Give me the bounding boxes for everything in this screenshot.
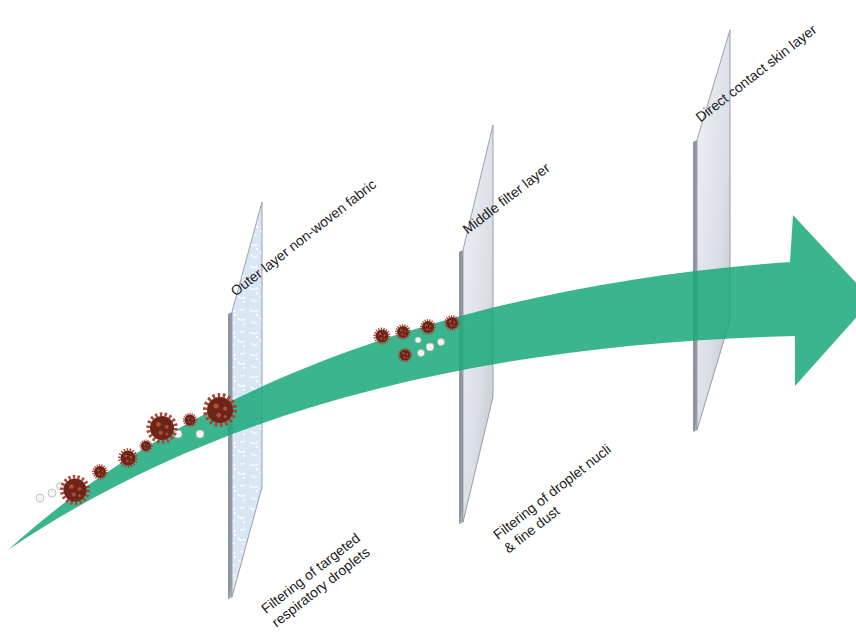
panel-edge	[228, 312, 232, 599]
layer-function: Filtering of targeted respiratory drople…	[258, 512, 397, 631]
dust-particle	[196, 430, 204, 438]
mask-layer: Outer layer non-woven fabricFiltering of…	[226, 196, 268, 603]
virus-particle	[140, 440, 152, 452]
dust-particle	[426, 343, 434, 351]
layer-panel-shape	[457, 119, 499, 528]
virus-particle	[375, 329, 390, 344]
layer-name: Outer layer non-woven fabric	[228, 176, 380, 300]
virus-particle	[184, 414, 197, 427]
dust-particle	[57, 483, 64, 490]
virus-particle	[148, 414, 176, 442]
layer-name: Middle filter layer	[460, 159, 554, 238]
panel-face	[463, 125, 493, 522]
virus-particle	[445, 316, 459, 330]
virus-particle	[421, 320, 435, 334]
layer-name: Direct contact skin layer	[693, 21, 821, 126]
dust-particle	[438, 339, 445, 346]
panel-edge	[693, 140, 697, 432]
layer-panel-shape	[226, 196, 268, 603]
layer-function: Filtering of droplet nucli & fine dust	[490, 438, 629, 557]
virus-particle	[399, 349, 412, 362]
mask-layer: Direct contact skin layer	[691, 24, 736, 436]
virus-particle	[93, 465, 107, 479]
virus-particle	[396, 325, 410, 339]
virus-particle	[119, 449, 136, 466]
panel-edge	[459, 250, 463, 524]
dust-particle	[36, 494, 44, 502]
panel-face	[232, 202, 262, 597]
mask-layer: Middle filter layerFiltering of droplet …	[457, 119, 499, 528]
dust-particle	[48, 489, 56, 497]
dust-particle	[415, 337, 421, 343]
dust-particle	[174, 430, 182, 438]
dust-particle	[418, 350, 425, 357]
virus-particle	[62, 477, 88, 503]
